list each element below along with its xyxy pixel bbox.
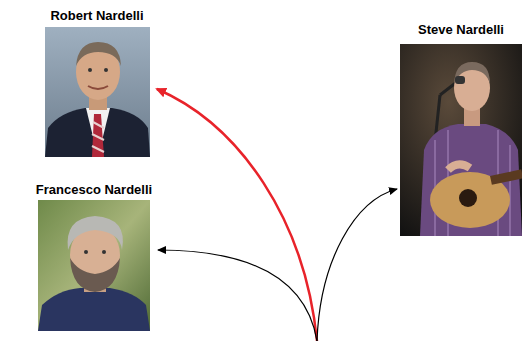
- portrait-node: Robert Nardelli: [45, 8, 150, 157]
- red-arrow: [157, 89, 317, 341]
- francesco-photo: [38, 200, 150, 331]
- robert-photo: [45, 27, 150, 157]
- portrait-node: Francesco Nardelli: [34, 182, 155, 331]
- person-name: Francesco Nardelli: [34, 182, 155, 198]
- steve-photo: [400, 44, 522, 236]
- black-arrow: [158, 250, 317, 341]
- portrait-node: Steve Nardelli: [400, 22, 522, 236]
- person-name: Steve Nardelli: [400, 22, 522, 38]
- person-name: Robert Nardelli: [45, 8, 150, 24]
- black-arrow: [317, 189, 397, 341]
